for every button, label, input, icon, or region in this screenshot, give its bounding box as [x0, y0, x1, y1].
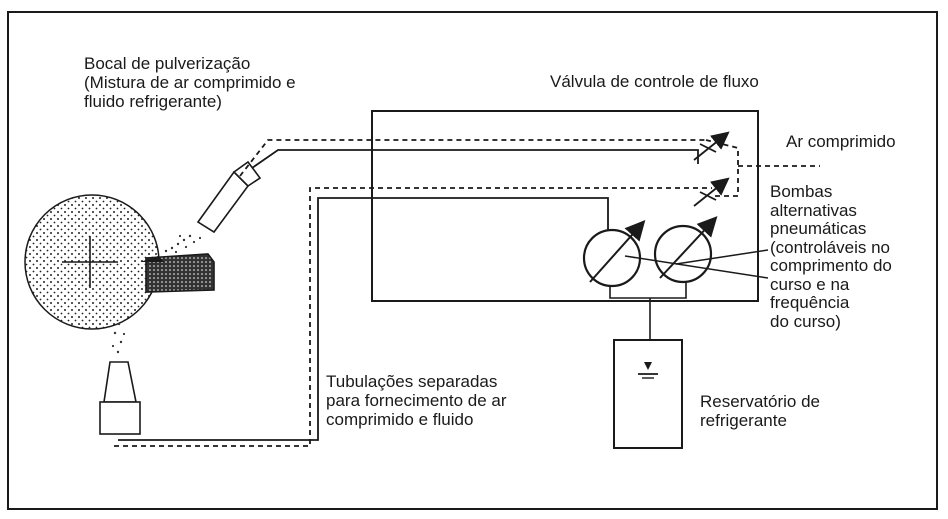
air-label: Ar comprimido	[786, 132, 896, 151]
fluid-line-lower	[118, 197, 609, 441]
chip	[140, 256, 164, 262]
pump-leader-1	[624, 255, 769, 279]
fluid-line-top	[251, 149, 699, 169]
pump-base	[609, 282, 687, 299]
reservoir-label: Reservatório de refrigerante	[700, 392, 821, 430]
spray-nozzle	[196, 160, 262, 234]
air-line-top	[239, 139, 706, 177]
nozzle-label: Bocal de pulverização (Mistura de ar com…	[84, 54, 296, 111]
pump-leader-2	[675, 249, 769, 265]
valve-label: Válvula de controle de fluxo	[550, 72, 759, 91]
pumps-label: Bombas alternativas pneumáticas (control…	[770, 182, 892, 331]
air-line-lower	[114, 187, 712, 447]
pump-left	[582, 220, 646, 288]
pump-right	[653, 216, 718, 284]
lower-nozzle	[99, 361, 141, 435]
lower-spray	[111, 322, 126, 354]
nozzle-spray	[164, 234, 202, 254]
coolant-reservoir	[613, 339, 683, 449]
liquid-level-icon	[638, 362, 658, 379]
flow-valve-top	[693, 131, 730, 161]
valve-loop	[705, 139, 739, 197]
workpiece	[145, 253, 215, 293]
flow-valve-bottom	[693, 177, 730, 207]
control-box	[371, 110, 759, 302]
tubes-label: Tubulações separadas para fornecimento d…	[326, 372, 507, 429]
outer-border	[7, 11, 938, 510]
